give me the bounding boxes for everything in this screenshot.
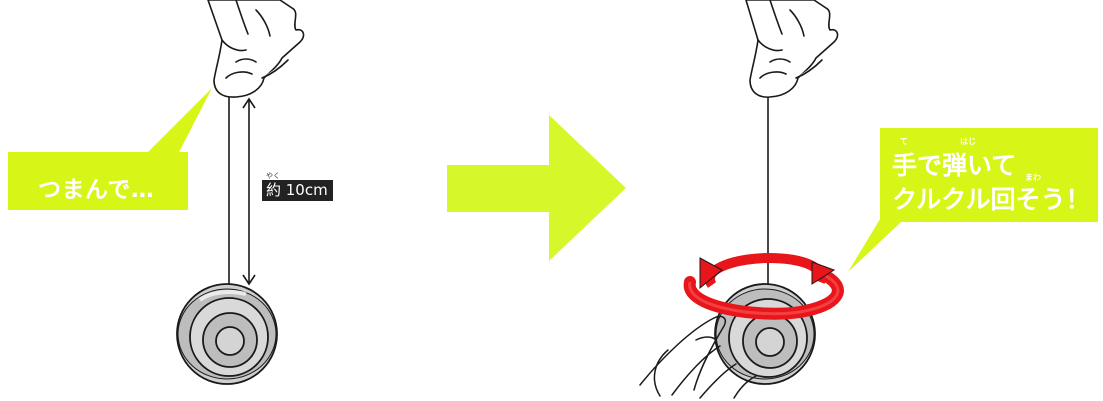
ruby-te: て [900,137,908,146]
spin-arrow-icon [683,257,844,320]
callout-step1 [8,88,212,210]
next-step-arrow [447,115,626,261]
measurement-label: 約 10cm [262,180,333,201]
step2-caption-line1: 手で弾いて [892,151,1017,180]
hand-pinch-icon [745,0,839,98]
ruby-haji: はじ [960,137,976,146]
hand-support-icon [639,315,757,399]
callout-step2 [848,128,1098,272]
spin-arrow-back [704,252,826,288]
ruby-mawa: まわ [1025,173,1041,182]
yoyo-icon [176,283,278,385]
measure-arrow [242,97,256,286]
hand-pinch-icon [207,0,305,98]
step1-caption: つまんで… [38,177,155,203]
step2-caption-line2: クルクル回そう！ [892,185,1091,214]
measurement-ruby: やく [266,172,280,180]
